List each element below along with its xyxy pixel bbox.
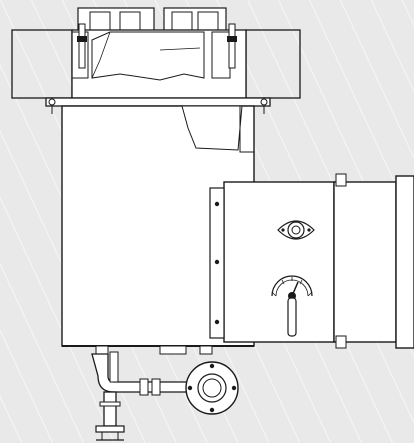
inspection-port bbox=[277, 220, 315, 240]
damper-dial-handle bbox=[271, 275, 313, 337]
side-duct-section bbox=[209, 175, 414, 349]
duct-support-bands bbox=[335, 173, 347, 349]
pipe-flange bbox=[185, 361, 239, 415]
concrete-slab bbox=[11, 23, 301, 99]
